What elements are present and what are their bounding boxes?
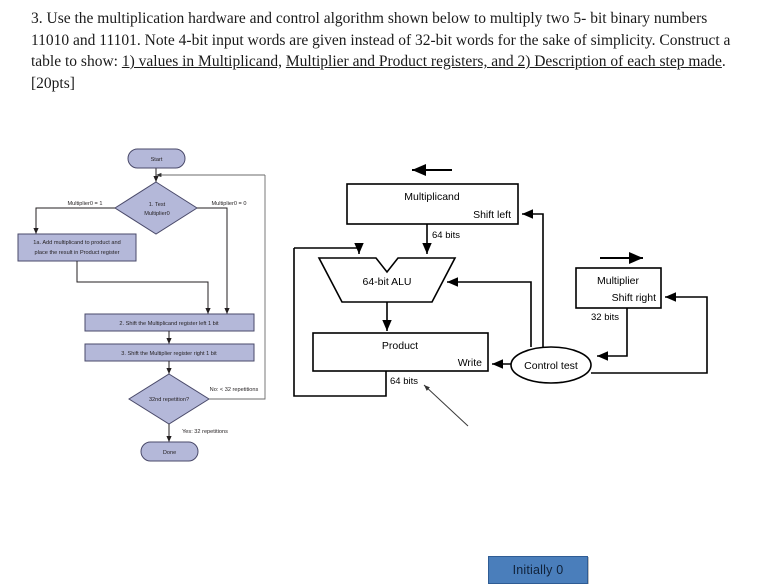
datapath-register-multiplier	[575, 267, 662, 309]
flow-node-test-label-1: 1. Test	[149, 202, 166, 208]
flow-node-test-label-2: Multiplier0	[144, 211, 170, 217]
flow-node-start-label: Start	[151, 157, 163, 163]
datapath-product-bits-label: 64 bits	[390, 376, 418, 387]
datapath-edge-control-to-multiplier-shift	[591, 292, 708, 374]
flow-label-multiplier0-is-1: Multiplier0 = 1	[68, 201, 103, 207]
question-line-3-underlined: 1) values in Multiplicand,	[121, 53, 282, 70]
datapath-control-test-label: Control test	[524, 360, 578, 372]
diagram-svg: Start 1. Test Multiplier0 Multiplier0 = …	[17, 148, 708, 462]
datapath-register-product	[312, 332, 489, 372]
flow-node-test-multiplier0	[114, 181, 198, 235]
initially-zero-label: Initially 0	[512, 563, 564, 577]
flow-node-step-1a-label-1: 1a. Add multiplicand to product and	[33, 240, 120, 246]
figure-area: Start 1. Test Multiplier0 Multiplier0 = …	[0, 130, 758, 584]
question-line-2: bit binary numbers 11010 and 11101. Note…	[31, 10, 708, 49]
question-line-3-plain: words for the sake of simplicity. Constr…	[31, 31, 731, 71]
datapath-alu	[317, 257, 457, 303]
flow-node-step-1a-label-2: place the result in Product register	[35, 250, 120, 256]
flow-edge-test-to-step1a	[33, 207, 115, 234]
datapath-control-test	[510, 346, 592, 384]
datapath-product-write-label: Write	[458, 357, 482, 369]
question-line-4-tail: . [20pts]	[31, 53, 726, 92]
question-line-1: 3. Use the multiplication hardware and c…	[31, 10, 587, 27]
datapath-product-label: Product	[382, 340, 418, 352]
flow-edge-no-branch	[209, 175, 266, 400]
datapath-edge-control-to-multiplicand-shift	[522, 209, 544, 347]
flow-node-step-3-label: 3. Shift the Multiplier register right 1…	[121, 351, 217, 357]
datapath-edge-product-feedback-to-alu	[294, 242, 364, 254]
question-text: 3. Use the multiplication hardware and c…	[31, 8, 731, 94]
flow-edge-test-to-step2	[197, 207, 230, 314]
datapath-multiplicand-bits-label: 64 bits	[432, 230, 460, 241]
flow-edge-step1a-to-step2	[76, 261, 211, 314]
flow-node-start	[127, 148, 186, 169]
flow-node-repetition-label: 32nd repetition?	[149, 397, 189, 403]
datapath-multiplier-bits-label: 32 bits	[591, 312, 619, 323]
multiplication-datapath: Multiplicand Shift left 64 bits 64-bit A…	[293, 164, 708, 427]
datapath-multiplier-label: Multiplier	[597, 275, 640, 287]
flow-node-step-2-label: 2. Shift the Multiplicand register left …	[119, 321, 219, 327]
question-line-4-underlined: Multiplier and Product registers, and 2)…	[285, 53, 722, 70]
control-flowchart: Start 1. Test Multiplier0 Multiplier0 = …	[17, 148, 266, 462]
datapath-edge-multiplier-to-control	[597, 308, 628, 361]
flow-node-done-label: Done	[163, 450, 176, 456]
initially-zero-callout: Initially 0	[488, 556, 588, 584]
datapath-alu-label: 64-bit ALU	[362, 276, 411, 288]
flow-label-no-lt-32: No: < 32 repetitions	[210, 387, 259, 393]
flow-label-yes-32: Yes: 32 repetitions	[182, 429, 228, 435]
datapath-bus-product-to-alu	[293, 248, 387, 397]
datapath-edge-control-to-alu	[447, 277, 532, 347]
datapath-callout-leader-line	[423, 384, 469, 427]
flow-node-done	[140, 441, 199, 462]
datapath-multiplicand-label: Multiplicand	[404, 191, 460, 203]
datapath-multiplier-shift-label: Shift right	[612, 292, 656, 304]
flow-label-multiplier0-is-0: Multiplier0 = 0	[212, 201, 247, 207]
flow-node-step-1a	[17, 233, 137, 262]
datapath-register-multiplicand	[346, 183, 519, 225]
datapath-multiplicand-shift-label: Shift left	[473, 209, 511, 221]
